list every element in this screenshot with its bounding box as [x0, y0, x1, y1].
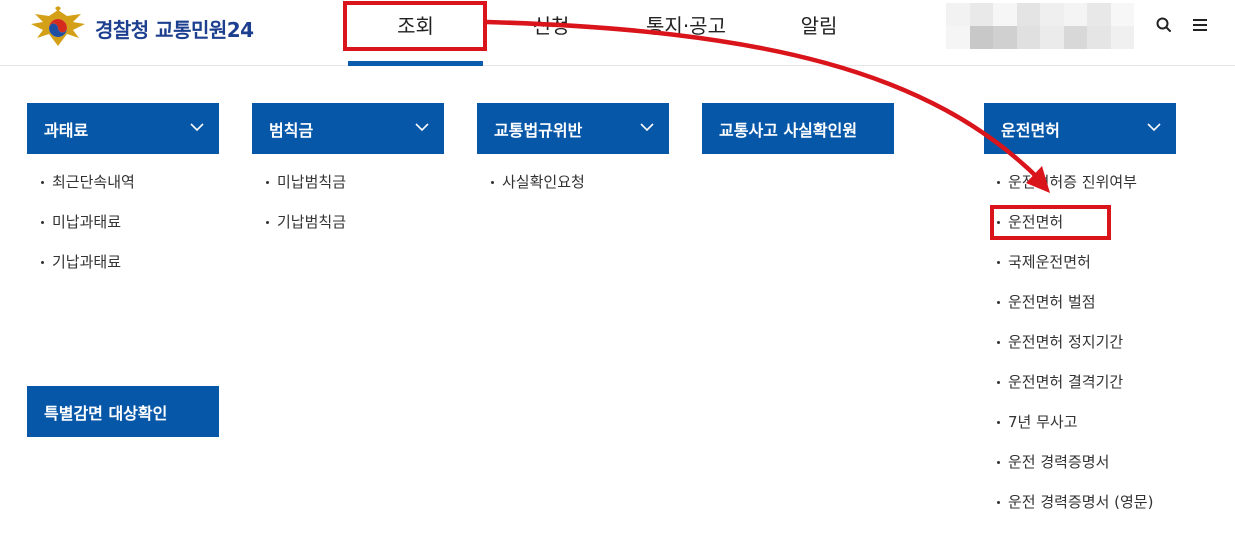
menu-head-fine[interactable]: 과태료 — [27, 103, 219, 154]
chevron-down-icon — [415, 123, 429, 132]
nav-item-notice[interactable]: 통지·공고 — [646, 14, 726, 38]
menu-head-label: 교통사고 사실확인원 — [719, 120, 858, 140]
fine-submenu: 최근단속내역 미납과태료 기납과태료 — [38, 173, 135, 293]
traffic-violation-submenu: 사실확인요청 — [488, 173, 585, 213]
submenu-item[interactable]: 기납과태료 — [38, 253, 135, 293]
police-emblem-icon — [31, 6, 85, 46]
special-reduction-button[interactable]: 특별감면 대상확인 — [27, 386, 219, 437]
chevron-down-icon — [1147, 123, 1161, 132]
search-icon[interactable] — [1153, 14, 1175, 36]
submenu-item[interactable]: 운전면허 결격기간 — [994, 373, 1153, 413]
submenu-item[interactable]: 7년 무사고 — [994, 413, 1153, 453]
submenu-item[interactable]: 운전면허 정지기간 — [994, 333, 1153, 373]
menu-head-label: 특별감면 대상확인 — [44, 403, 168, 423]
chevron-down-icon — [640, 123, 654, 132]
nav-item-inquiry[interactable]: 조회 — [397, 14, 434, 38]
menu-head-label: 범칙금 — [269, 120, 314, 140]
nav-item-application[interactable]: 신청 — [532, 14, 570, 38]
active-nav-indicator — [348, 61, 483, 66]
menu-head-penalty[interactable]: 범칙금 — [252, 103, 444, 154]
menu-head-traffic-violation[interactable]: 교통법규위반 — [477, 103, 669, 154]
chevron-down-icon — [190, 123, 204, 132]
submenu-item[interactable]: 국제운전면허 — [994, 253, 1153, 293]
submenu-item-drivers-license[interactable]: 운전면허 — [994, 213, 1153, 253]
submenu-item[interactable]: 운전 경력증명서 — [994, 453, 1153, 493]
menu-head-accident-certificate[interactable]: 교통사고 사실확인원 — [702, 103, 894, 154]
submenu-item[interactable]: 운전 경력증명서 (영문) — [994, 493, 1153, 533]
menu-head-label: 과태료 — [44, 120, 89, 140]
submenu-item[interactable]: 운전면허 벌점 — [994, 293, 1153, 333]
submenu-item[interactable]: 사실확인요청 — [488, 173, 585, 213]
menu-head-drivers-license[interactable]: 운전면허 — [984, 103, 1176, 154]
menu-icon[interactable] — [1189, 14, 1211, 36]
submenu-item[interactable]: 운전면허증 진위여부 — [994, 173, 1153, 213]
penalty-submenu: 미납범칙금 기납범칙금 — [263, 173, 346, 253]
submenu-item[interactable]: 최근단속내역 — [38, 173, 135, 213]
site-header: 경찰청 교통민원24 조회 신청 통지·공고 알림 — [0, 0, 1235, 66]
submenu-item[interactable]: 기납범칙금 — [263, 213, 346, 253]
site-logo[interactable]: 경찰청 교통민원24 — [27, 6, 297, 50]
menu-head-label: 운전면허 — [1001, 120, 1060, 140]
menu-head-label: 교통법규위반 — [494, 120, 583, 140]
logo-text: 경찰청 교통민원24 — [95, 17, 254, 42]
nav-item-alert[interactable]: 알림 — [800, 14, 838, 38]
submenu-item[interactable]: 미납과태료 — [38, 213, 135, 253]
blurred-user-area — [946, 3, 1134, 49]
submenu-item[interactable]: 미납범칙금 — [263, 173, 346, 213]
drivers-license-submenu: 운전면허증 진위여부 운전면허 국제운전면허 운전면허 벌점 운전면허 정지기간… — [994, 173, 1153, 533]
